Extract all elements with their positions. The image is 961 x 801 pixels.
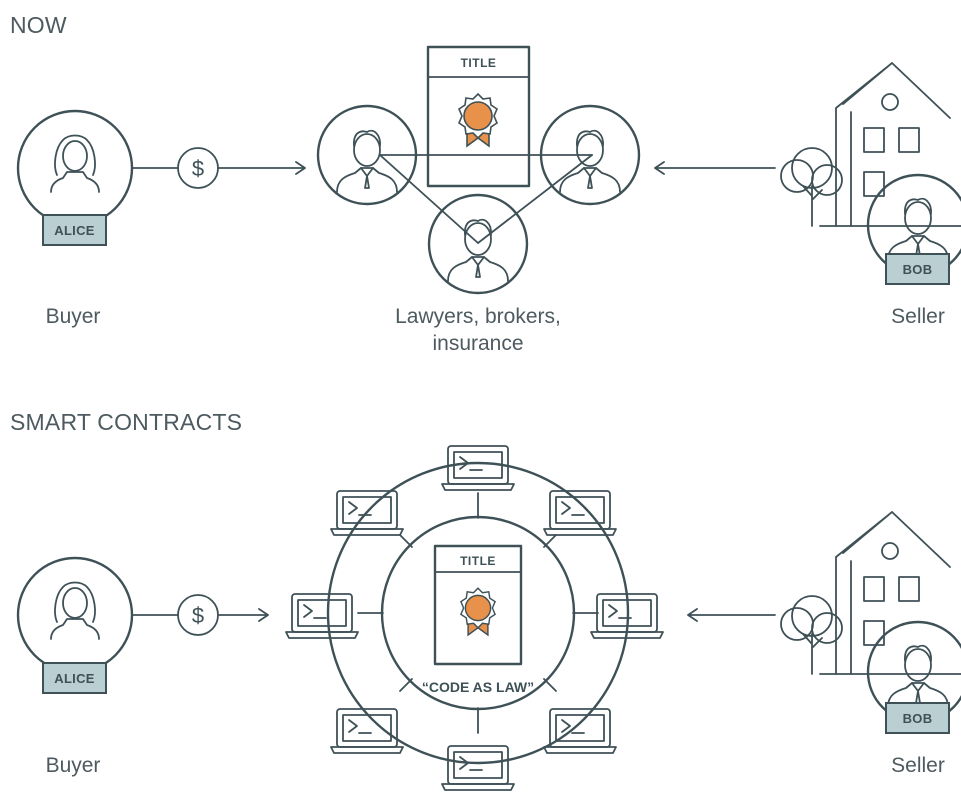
buyer-name-tag: ALICE (42, 214, 107, 246)
laptop-icon-top (441, 445, 515, 491)
tree-icon (780, 147, 843, 227)
laptop-icon-bottom-left (330, 708, 404, 754)
smart-contracts-heading: SMART CONTRACTS (10, 409, 242, 435)
tree-icon-smart (780, 595, 843, 675)
laptop-icon-left (285, 593, 359, 639)
buyer-label-smart: Buyer (46, 754, 101, 777)
dollar-coin-icon: $ (177, 147, 219, 189)
lawyer-avatar-right (539, 104, 641, 206)
title-transfer-arrow-smart (687, 608, 776, 622)
laptop-icon-bottom (441, 745, 515, 791)
payment-arrow-smart (217, 608, 269, 622)
smart-contract-core (380, 515, 576, 711)
title-document-icon-smart: TITLE (433, 544, 523, 666)
intermediary-links (379, 154, 593, 244)
svg-text:$: $ (192, 603, 204, 628)
intermediaries-label-line2: insurance (432, 332, 523, 355)
buyer-avatar (16, 109, 134, 227)
now-heading: NOW (10, 12, 67, 38)
code-as-law-label: “CODE AS LAW” (422, 679, 534, 695)
buyer-avatar-smart (16, 556, 134, 674)
title-document-label-smart: TITLE (460, 554, 496, 568)
dollar-coin-icon-smart: $ (177, 594, 219, 636)
network-ring (326, 461, 630, 765)
seller-name-tag: BOB (885, 253, 950, 285)
laptop-icon-top-right (543, 490, 617, 536)
payment-arrow (217, 161, 306, 175)
svg-text:$: $ (192, 156, 204, 181)
seller-label-smart: Seller (891, 754, 945, 777)
seller-label: Seller (891, 305, 945, 328)
title-transfer-arrow (654, 161, 776, 175)
title-document-icon: TITLE (426, 45, 531, 188)
title-document-label: TITLE (461, 56, 497, 70)
lawyer-avatar-left (316, 104, 418, 206)
buyer-name-tag-smart: ALICE (42, 662, 107, 694)
laptop-icon-bottom-right (543, 708, 617, 754)
buyer-label: Buyer (46, 305, 101, 328)
buyer-name-smart: ALICE (54, 671, 95, 686)
lawyer-avatar-bottom (427, 193, 529, 295)
seller-name-smart: BOB (903, 711, 933, 726)
buyer-name: ALICE (54, 223, 95, 238)
seller-name: BOB (903, 262, 933, 277)
house-icon (819, 62, 961, 227)
house-icon-smart (819, 511, 961, 675)
seller-name-tag-smart: BOB (885, 702, 950, 734)
intermediaries-label-line1: Lawyers, brokers, (395, 305, 561, 328)
